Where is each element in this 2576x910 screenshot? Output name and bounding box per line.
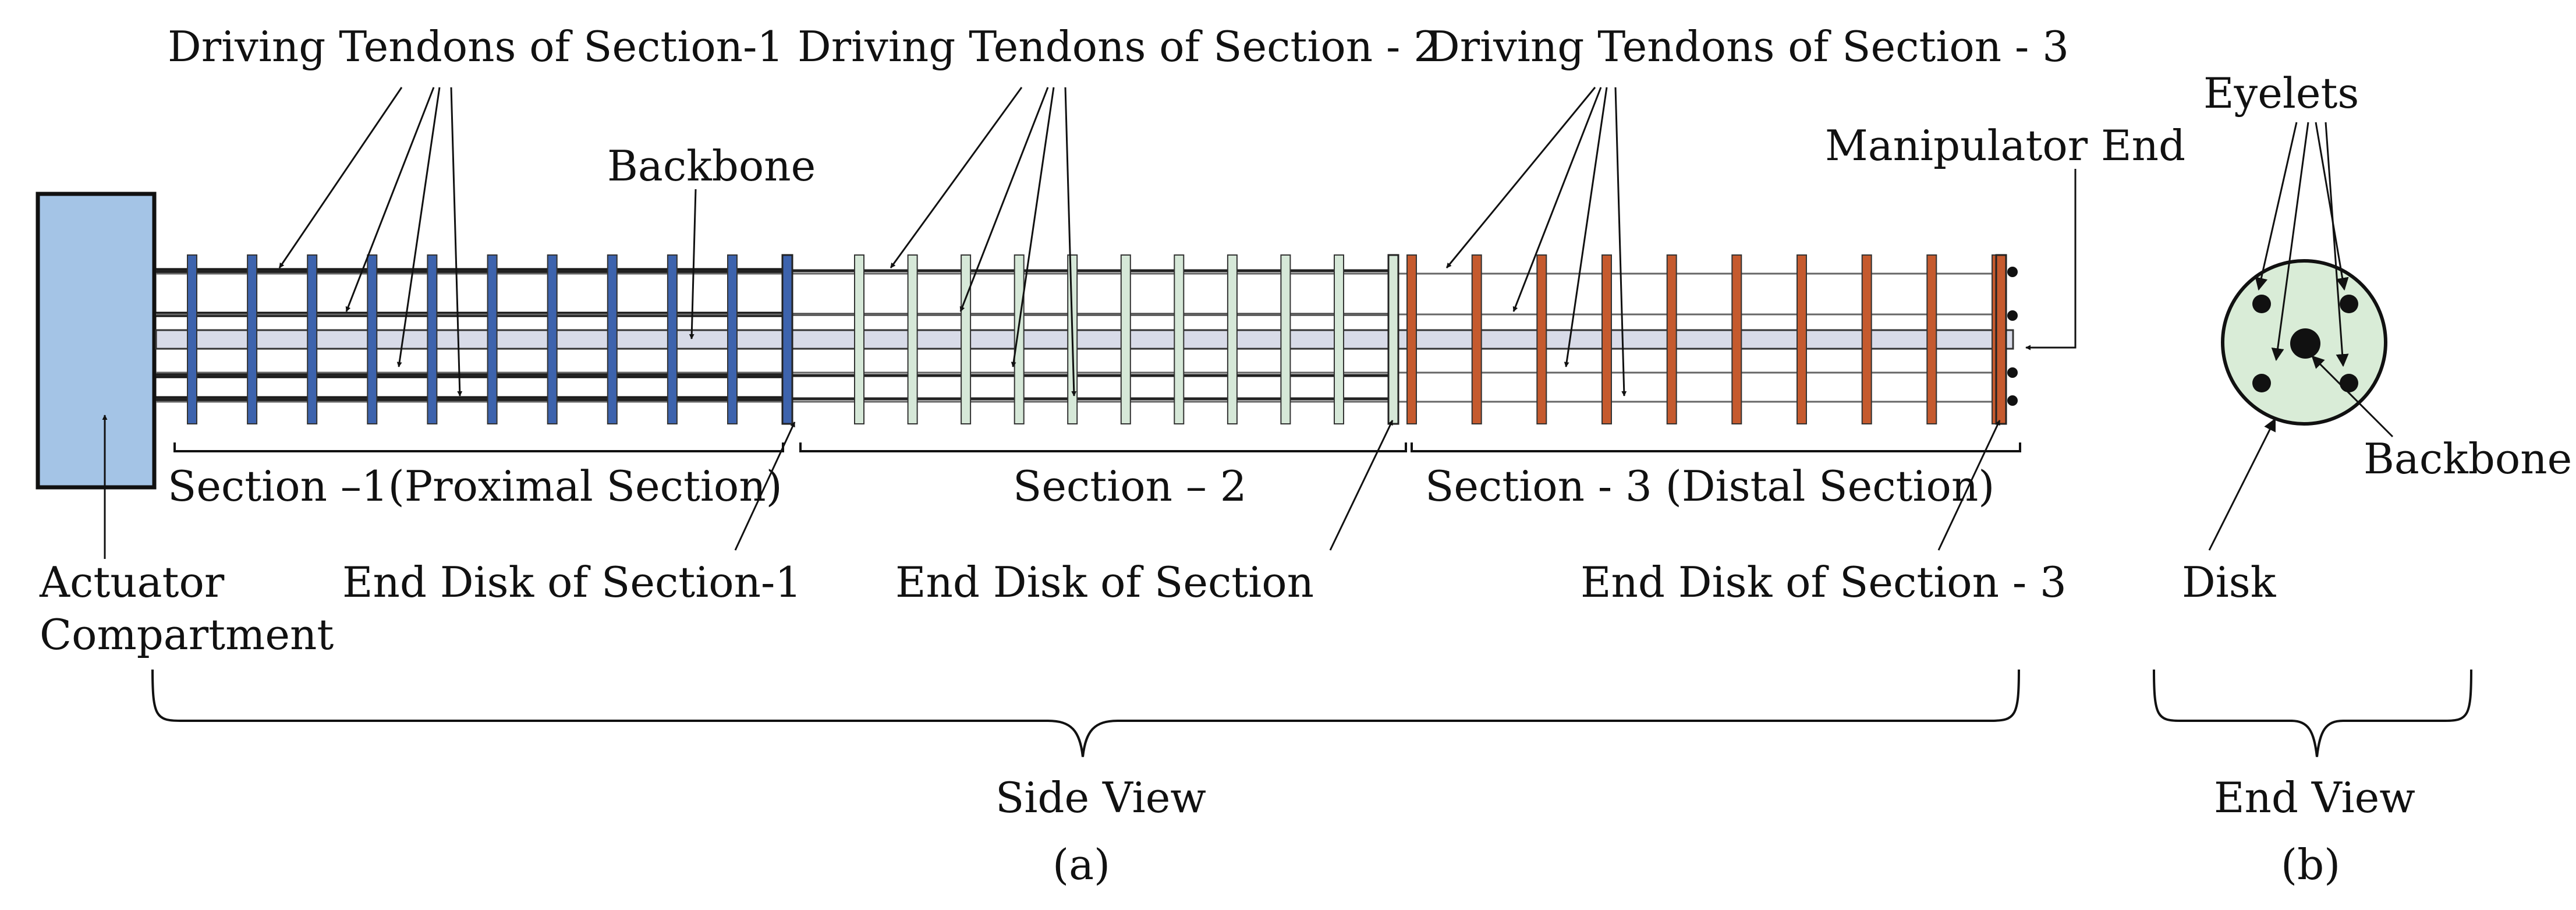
label-tendons-section-3: Driving Tendons of Section - 3 bbox=[1426, 22, 2069, 71]
end-disk-2-arrow bbox=[1329, 420, 1394, 551]
section-3-brace bbox=[1411, 442, 2021, 452]
tendons-section-3 bbox=[156, 272, 2003, 403]
tendons-3-arrows bbox=[1445, 87, 1627, 396]
label-end-disk-section-3: End Disk of Section - 3 bbox=[1581, 558, 2067, 607]
backbone bbox=[155, 329, 2014, 350]
tendons-2-arrows bbox=[890, 87, 1077, 396]
disk-section-1 bbox=[247, 254, 258, 424]
disk-section-2 bbox=[1227, 254, 1238, 424]
label-tendons-section-2: Driving Tendons of Section - 2 bbox=[798, 22, 1440, 71]
manipulator-end-eyelets bbox=[2007, 267, 2018, 406]
disk-section-1 bbox=[727, 254, 738, 424]
disk-section-2 bbox=[1174, 254, 1185, 424]
disk-section-1 bbox=[607, 254, 618, 424]
label-manipulator-end: Manipulator End bbox=[1825, 121, 2185, 170]
disk-section-3 bbox=[1926, 254, 1937, 424]
disk-section-3 bbox=[1861, 254, 1872, 424]
disk-section-2 bbox=[1280, 254, 1291, 424]
eyelets-arrows bbox=[2255, 122, 2349, 367]
backbone-arrow bbox=[689, 189, 697, 339]
disk-section-3 bbox=[1731, 254, 1742, 424]
side-view-brace bbox=[151, 669, 2020, 757]
end-disk-section-1 bbox=[781, 254, 793, 425]
end-view-eyelets bbox=[2252, 295, 2358, 392]
label-side-view: Side View bbox=[995, 773, 1206, 822]
disk-section-2 bbox=[1334, 254, 1344, 424]
disk-section-1 bbox=[487, 254, 498, 424]
end-disk-1-arrow bbox=[734, 422, 796, 551]
disk-section-2 bbox=[854, 254, 864, 424]
section-1-brace bbox=[173, 442, 784, 452]
end-disk-section-3 bbox=[1995, 254, 2007, 425]
disk-section-3 bbox=[1471, 254, 1482, 424]
actuator-compartment bbox=[36, 192, 157, 490]
disks-section-3 bbox=[1406, 254, 2002, 424]
disks-section-2 bbox=[854, 254, 1344, 424]
label-end-disk-section-2: End Disk of Section bbox=[895, 558, 1314, 607]
manipulator-end-arrow bbox=[2025, 169, 2077, 350]
label-panel-b: (b) bbox=[2281, 840, 2340, 889]
label-backbone-end: Backbone bbox=[2364, 434, 2572, 483]
label-tendons-section-1: Driving Tendons of Section-1 bbox=[168, 22, 784, 71]
label-section-1: Section –1(Proximal Section) bbox=[168, 462, 782, 511]
label-end-disk-section-1: End Disk of Section-1 bbox=[342, 558, 802, 607]
label-end-view: End View bbox=[2214, 773, 2415, 822]
label-actuator-line-1: Actuator bbox=[39, 558, 225, 607]
end-disk-3-arrow bbox=[1937, 420, 2001, 551]
disk-section-3 bbox=[1406, 254, 1417, 424]
disk-arrow bbox=[2208, 418, 2276, 551]
disk-section-2 bbox=[961, 254, 972, 424]
label-disk: Disk bbox=[2182, 558, 2277, 607]
end-disk-section-2 bbox=[1387, 254, 1399, 425]
label-actuator-line-2: Compartment bbox=[40, 610, 334, 659]
end-backbone-arrow bbox=[2311, 355, 2394, 438]
disk-section-3 bbox=[1797, 254, 1807, 424]
label-panel-a: (a) bbox=[1053, 840, 1110, 889]
disk-section-2 bbox=[907, 254, 918, 424]
disk-section-2 bbox=[1120, 254, 1131, 424]
label-backbone-side: Backbone bbox=[607, 141, 816, 190]
disk-section-2 bbox=[1014, 254, 1025, 424]
label-eyelets: Eyelets bbox=[2203, 69, 2359, 118]
label-section-3: Section - 3 (Distal Section) bbox=[1425, 462, 1994, 511]
label-section-2: Section – 2 bbox=[1013, 462, 1247, 511]
end-view-brace bbox=[2153, 669, 2472, 757]
disk-section-3 bbox=[1601, 254, 1612, 424]
disk-section-3 bbox=[1536, 254, 1547, 424]
disk-section-1 bbox=[367, 254, 378, 424]
disk-section-3 bbox=[1666, 254, 1677, 424]
disk-section-1 bbox=[427, 254, 438, 424]
disk-section-1 bbox=[667, 254, 678, 424]
disks-section-1 bbox=[187, 254, 738, 424]
disk-section-1 bbox=[547, 254, 558, 424]
end-view-backbone bbox=[2290, 328, 2320, 359]
section-2-brace bbox=[799, 442, 1407, 452]
disk-section-1 bbox=[187, 254, 197, 424]
disk-section-1 bbox=[307, 254, 318, 424]
tendons-1-arrows bbox=[278, 87, 463, 396]
